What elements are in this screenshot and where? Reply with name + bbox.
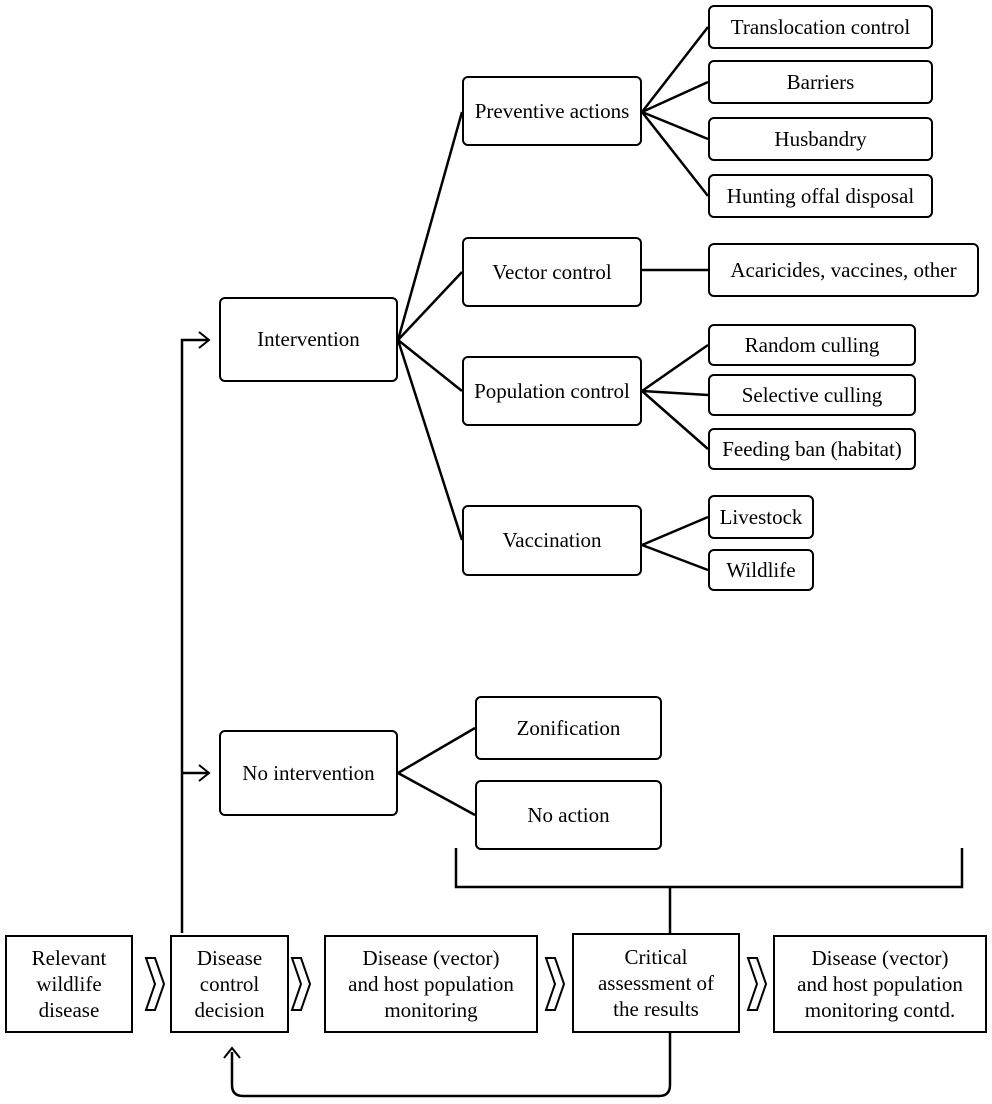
chevron-arrow-2 <box>290 957 312 1011</box>
vaccination-box: Vaccination <box>462 505 642 576</box>
wildlife-box: Wildlife <box>708 549 814 591</box>
disease-control-decision-box: Disease control decision <box>170 935 289 1033</box>
chevron-arrow-4 <box>746 957 768 1011</box>
chevron-arrow-1 <box>144 957 166 1011</box>
feeding-ban-box: Feeding ban (habitat) <box>708 428 916 470</box>
vector-control-box: Vector control <box>462 237 642 307</box>
preventive-actions-box: Preventive actions <box>462 76 642 146</box>
random-culling-box: Random culling <box>708 324 916 366</box>
selective-culling-box: Selective culling <box>708 374 916 416</box>
hunting-offal-disposal-box: Hunting offal disposal <box>708 174 933 218</box>
relevant-wildlife-disease-box: Relevant wildlife disease <box>5 935 133 1033</box>
monitoring-contd-box: Disease (vector) and host population mon… <box>773 935 987 1033</box>
chevron-arrow-3 <box>544 957 566 1011</box>
barriers-box: Barriers <box>708 60 933 104</box>
critical-assessment-box: Critical assessment of the results <box>572 933 740 1033</box>
livestock-box: Livestock <box>708 495 814 539</box>
acaricides-vaccines-box: Acaricides, vaccines, other <box>708 243 979 297</box>
translocation-control-box: Translocation control <box>708 5 933 49</box>
no-action-box: No action <box>475 780 662 850</box>
no-intervention-box: No intervention <box>219 730 398 816</box>
husbandry-box: Husbandry <box>708 117 933 161</box>
disease-host-monitoring-box: Disease (vector) and host population mon… <box>324 935 538 1033</box>
zonification-box: Zonification <box>475 696 662 760</box>
population-control-box: Population control <box>462 356 642 426</box>
intervention-box: Intervention <box>219 297 398 382</box>
